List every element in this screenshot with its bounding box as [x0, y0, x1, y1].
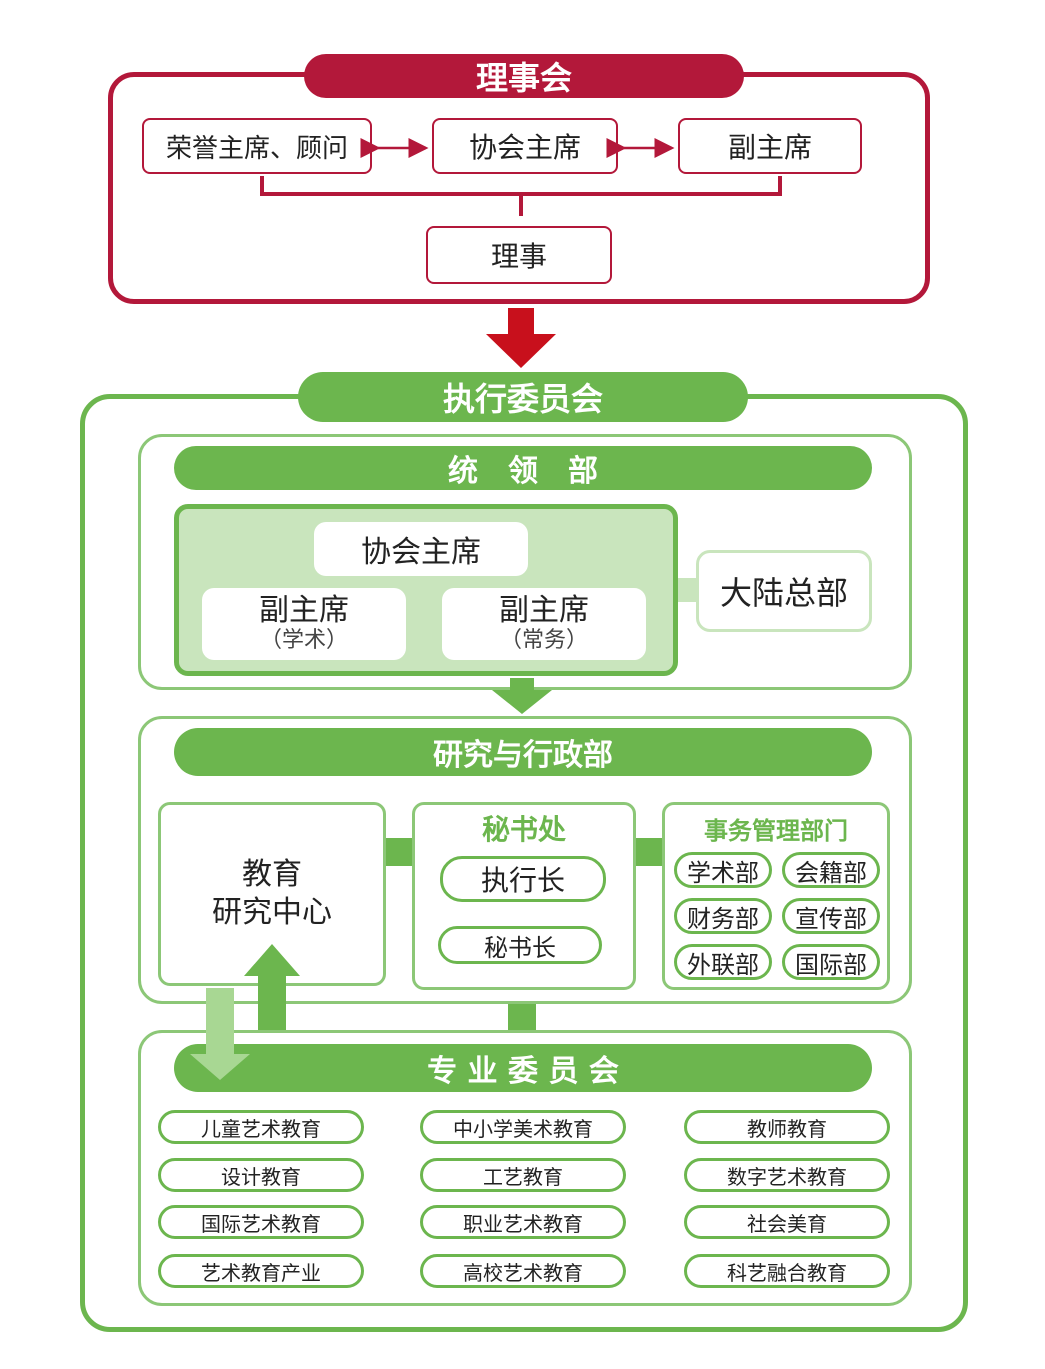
- vice-chair-academic: 副主席 （学术）: [202, 588, 406, 660]
- committee-item: 社会美育: [684, 1205, 890, 1239]
- edu-center-line2: 研究中心: [212, 895, 332, 930]
- committee-item: 中小学美术教育: [420, 1110, 626, 1144]
- board-bracket: [260, 176, 782, 216]
- committee-item: 科艺融合教育: [684, 1254, 890, 1288]
- affairs-title: 事务管理部门: [704, 816, 848, 845]
- down-light-arrow-icon-top: [190, 988, 250, 1080]
- executive-head-node: 执行长: [440, 856, 606, 902]
- vice-chair-academic-label: 副主席: [259, 593, 349, 628]
- leadership-title: 统 领 部: [174, 446, 872, 490]
- dept-membership: 会籍部: [782, 852, 880, 888]
- committees-title: 专 业 委 员 会: [174, 1044, 872, 1092]
- committee-item: 数字艺术教育: [684, 1158, 890, 1192]
- secretary-general-node: 秘书长: [438, 926, 602, 964]
- education-research-center: 教育 研究中心: [158, 802, 386, 986]
- down-arrow-icon: [486, 308, 556, 368]
- secretariat-affairs-link: [636, 838, 662, 866]
- committee-item: 设计教育: [158, 1158, 364, 1192]
- center-secretariat-link: [386, 838, 412, 866]
- leadership-chairman: 协会主席: [314, 522, 528, 576]
- dept-liaison: 外联部: [674, 944, 772, 980]
- committee-item: 儿童艺术教育: [158, 1110, 364, 1144]
- committee-item: 国际艺术教育: [158, 1205, 364, 1239]
- vice-chair-standing: 副主席 （常务）: [442, 588, 646, 660]
- board-connectors: [260, 138, 782, 368]
- dept-international: 国际部: [782, 944, 880, 980]
- board-title: 理事会: [304, 54, 744, 98]
- dept-publicity: 宣传部: [782, 898, 880, 934]
- director-node: 理事: [426, 226, 612, 284]
- headquarters-node: 大陆总部: [696, 550, 872, 632]
- edu-center-line1: 教育: [242, 857, 302, 892]
- committee-item: 职业艺术教育: [420, 1205, 626, 1239]
- vice-chair-academic-sub: （学术）: [259, 628, 348, 653]
- committee-item: 艺术教育产业: [158, 1254, 364, 1288]
- vice-chair-standing-sub: （常务）: [499, 628, 588, 653]
- up-arrow-icon-top: [244, 944, 300, 1030]
- chairman-node: 协会主席: [432, 118, 618, 174]
- honorary-chair-node: 荣誉主席、顾问: [142, 118, 372, 174]
- committee-item: 高校艺术教育: [420, 1254, 626, 1288]
- dept-finance: 财务部: [674, 898, 772, 934]
- committee-item: 教师教育: [684, 1110, 890, 1144]
- leadership-down-arrow-icon: [492, 678, 552, 714]
- executive-title: 执行委员会: [298, 372, 748, 422]
- hq-connector: [678, 578, 698, 602]
- research-admin-title: 研究与行政部: [174, 728, 872, 776]
- vice-chairman-node: 副主席: [678, 118, 862, 174]
- vice-chair-standing-label: 副主席: [499, 593, 589, 628]
- committee-item: 工艺教育: [420, 1158, 626, 1192]
- dept-academic: 学术部: [674, 852, 772, 888]
- secretariat-title: 秘书处: [481, 813, 566, 846]
